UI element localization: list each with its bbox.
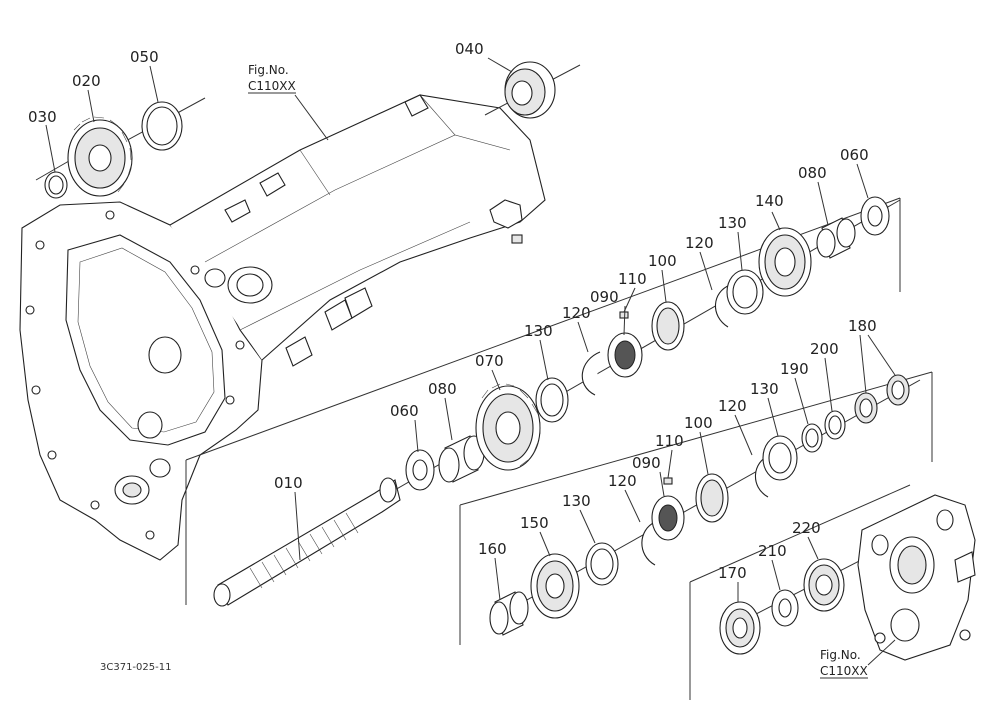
callout-220: 220 bbox=[792, 519, 821, 537]
needle-bearing-080-a bbox=[438, 435, 485, 483]
callout-060-b: 060 bbox=[840, 146, 869, 164]
shaft-010 bbox=[213, 477, 401, 607]
callout-150: 150 bbox=[520, 514, 549, 532]
callout-090-b: 090 bbox=[632, 454, 661, 472]
callout-130-b: 130 bbox=[718, 214, 747, 232]
hub-090-a bbox=[607, 332, 643, 378]
leader-lines bbox=[45, 57, 896, 666]
figure-ref-bottom-line1: Fig.No. bbox=[820, 648, 861, 662]
gear-020 bbox=[67, 116, 133, 197]
callout-100-b: 100 bbox=[684, 414, 713, 432]
callout-110-a: 110 bbox=[618, 270, 647, 288]
gear-070 bbox=[475, 383, 541, 471]
callout-190: 190 bbox=[780, 360, 809, 378]
transmission-case bbox=[19, 94, 546, 561]
figure-ref-top-line1: Fig.No. bbox=[248, 63, 289, 77]
clip-120-b bbox=[714, 284, 731, 328]
needle-bearing-160 bbox=[489, 591, 529, 636]
figure-ref-bottom: Fig.No. C110XX bbox=[820, 648, 868, 679]
callout-130-c: 130 bbox=[562, 492, 591, 510]
key-110-a bbox=[619, 311, 629, 319]
bearing-040 bbox=[504, 61, 556, 119]
hub-090-b bbox=[651, 495, 685, 541]
callout-110-b: 110 bbox=[655, 432, 684, 450]
exploded-parts bbox=[35, 61, 976, 700]
gear-140 bbox=[758, 227, 812, 297]
needle-bearing-080-b bbox=[816, 217, 856, 259]
gear-170 bbox=[719, 601, 761, 655]
figure-ref-top-line2: C110XX bbox=[248, 79, 296, 93]
callout-140: 140 bbox=[755, 192, 784, 210]
callout-040: 040 bbox=[455, 40, 484, 58]
callout-100-a: 100 bbox=[648, 252, 677, 270]
callout-090-a: 090 bbox=[590, 288, 619, 306]
callout-170: 170 bbox=[718, 564, 747, 582]
callout-130-d: 130 bbox=[750, 380, 779, 398]
callout-labels: 030 020 050 040 010 060 080 070 130 120 … bbox=[28, 40, 877, 582]
callout-120-c: 120 bbox=[608, 472, 637, 490]
callout-010: 010 bbox=[274, 474, 303, 492]
bearing-220 bbox=[803, 558, 845, 612]
callout-180: 180 bbox=[848, 317, 877, 335]
callout-080-b: 080 bbox=[798, 164, 827, 182]
callout-080-a: 080 bbox=[428, 380, 457, 398]
callout-070: 070 bbox=[475, 352, 504, 370]
callout-120-a: 120 bbox=[562, 304, 591, 322]
callout-130-a: 130 bbox=[524, 322, 553, 340]
document-id: 3C371-025-11 bbox=[100, 662, 171, 673]
clip-120-a bbox=[581, 351, 601, 396]
callout-060-a: 060 bbox=[390, 402, 419, 420]
needle-bearing-180 bbox=[854, 374, 910, 424]
clip-120-c bbox=[641, 521, 656, 566]
callout-020: 020 bbox=[72, 72, 101, 90]
key-110-b bbox=[663, 477, 673, 485]
sleeve-100-b bbox=[695, 473, 729, 523]
callout-210: 210 bbox=[758, 542, 787, 560]
figure-ref-top: Fig.No. C110XX bbox=[248, 63, 296, 94]
callout-120-b: 120 bbox=[685, 234, 714, 252]
figure-ref-bottom-line2: C110XX bbox=[820, 664, 868, 678]
gear-150 bbox=[530, 553, 580, 619]
callout-050: 050 bbox=[130, 48, 159, 66]
callout-160: 160 bbox=[478, 540, 507, 558]
rear-cover bbox=[857, 494, 976, 661]
callout-200: 200 bbox=[810, 340, 839, 358]
callout-030: 030 bbox=[28, 108, 57, 126]
callout-120-d: 120 bbox=[718, 397, 747, 415]
sleeve-100-a bbox=[651, 301, 685, 351]
